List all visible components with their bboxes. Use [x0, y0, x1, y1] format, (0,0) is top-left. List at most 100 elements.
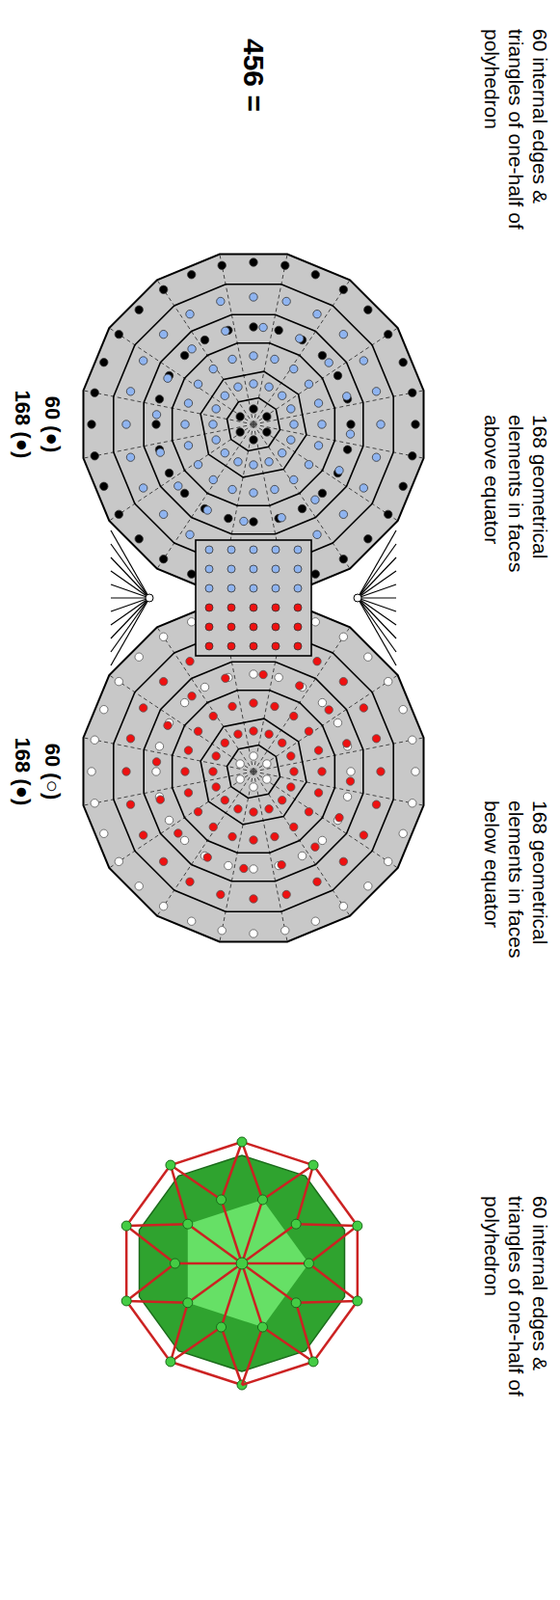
element-dot: [339, 554, 347, 562]
element-dot: [220, 448, 229, 456]
element-dot: [293, 603, 302, 612]
element-dot: [181, 767, 189, 775]
element-dot: [290, 767, 298, 775]
element-dot: [159, 676, 167, 685]
element-dot: [295, 334, 304, 343]
element-dot: [277, 860, 286, 869]
element-dot: [134, 534, 143, 543]
element-dot: [90, 799, 99, 807]
element-dot: [290, 364, 298, 373]
element-dot: [314, 788, 322, 797]
element-dot: [339, 509, 347, 518]
element-dot: [205, 564, 214, 573]
polyhedron-edge: [221, 1326, 242, 1385]
element-dot: [249, 894, 258, 903]
element-dot: [234, 729, 242, 738]
element-dot: [318, 697, 326, 706]
element-dot: [335, 466, 344, 475]
polyhedron-vertex: [236, 1256, 248, 1269]
element-dot: [263, 759, 271, 768]
polyhedron-edge: [241, 1141, 314, 1165]
element-dot: [311, 569, 320, 578]
element-dot: [138, 830, 147, 839]
element-dot: [209, 711, 217, 720]
fan-line: [110, 570, 150, 598]
element-dot: [174, 481, 183, 490]
polyhedron-vertex: [291, 1218, 301, 1228]
polyhedron-vertex: [291, 1297, 301, 1307]
element-dot: [90, 452, 99, 460]
polyhedron-vertex: [183, 1297, 193, 1307]
polyhedron-edge: [241, 1261, 309, 1265]
element-dot: [274, 325, 283, 334]
element-dot: [187, 916, 196, 925]
count-label: 60 (●): [39, 396, 65, 454]
element-dot: [187, 692, 196, 700]
element-dot: [155, 395, 163, 403]
ring-outline: [227, 398, 281, 452]
element-dot: [138, 483, 147, 492]
polyhedron-edge: [241, 1223, 296, 1263]
fan-line: [110, 596, 150, 598]
element-dot: [164, 468, 173, 477]
element-dot: [220, 795, 229, 803]
polyhedron-body: [139, 1154, 346, 1371]
polyhedron-edge: [241, 1141, 263, 1200]
element-dot: [209, 475, 217, 483]
element-dot: [339, 676, 347, 685]
element-dot: [359, 703, 368, 712]
element-dot: [376, 420, 385, 428]
element-dot: [228, 831, 237, 840]
element-dot: [263, 774, 271, 783]
element-dot: [359, 483, 368, 492]
element-dot: [100, 828, 108, 837]
element-dot: [187, 270, 196, 279]
element-dot: [156, 448, 164, 456]
element-dot: [100, 705, 108, 714]
element-dot: [163, 720, 172, 729]
element-dot: [339, 632, 347, 640]
element-dot: [249, 517, 258, 526]
element-dot: [203, 506, 212, 514]
ring-outline: [113, 631, 394, 911]
element-dot: [249, 641, 258, 650]
element-dot: [295, 681, 304, 690]
element-dot: [263, 412, 271, 421]
element-dot: [270, 701, 279, 710]
element-dot: [376, 767, 385, 775]
element-dot: [249, 545, 258, 554]
element-dot: [271, 641, 280, 650]
element-dot: [134, 881, 143, 890]
element-dot: [265, 729, 273, 738]
element-dot: [234, 804, 242, 813]
element-dot: [236, 412, 244, 421]
element-dot: [304, 460, 313, 469]
element-dot: [122, 767, 131, 775]
element-dot: [313, 530, 321, 538]
element-dot: [372, 800, 380, 808]
element-dot: [364, 534, 373, 543]
element-dot: [212, 751, 220, 760]
polyhedron-edge: [241, 1199, 263, 1263]
element-dot: [212, 404, 220, 413]
element-dot: [324, 358, 333, 367]
element-dot: [212, 435, 220, 444]
element-dot: [313, 877, 321, 885]
element-dot: [159, 329, 167, 338]
description-text: 60 internal edges & triangles of one-hal…: [480, 28, 553, 237]
total-number: 456 =: [237, 38, 270, 112]
element-dot: [249, 435, 258, 444]
element-dot: [100, 481, 108, 490]
element-dot: [314, 441, 322, 450]
element-dot: [343, 792, 351, 800]
element-dot: [408, 388, 417, 397]
element-dot: [155, 742, 163, 750]
polyhedron-vertex: [183, 1218, 193, 1228]
ring-outline: [143, 314, 364, 534]
element-dot: [293, 622, 302, 631]
element-dot: [205, 603, 214, 612]
element-dot: [100, 358, 108, 367]
element-dot: [249, 929, 258, 937]
element-dot: [174, 828, 183, 837]
element-dot: [290, 822, 298, 830]
